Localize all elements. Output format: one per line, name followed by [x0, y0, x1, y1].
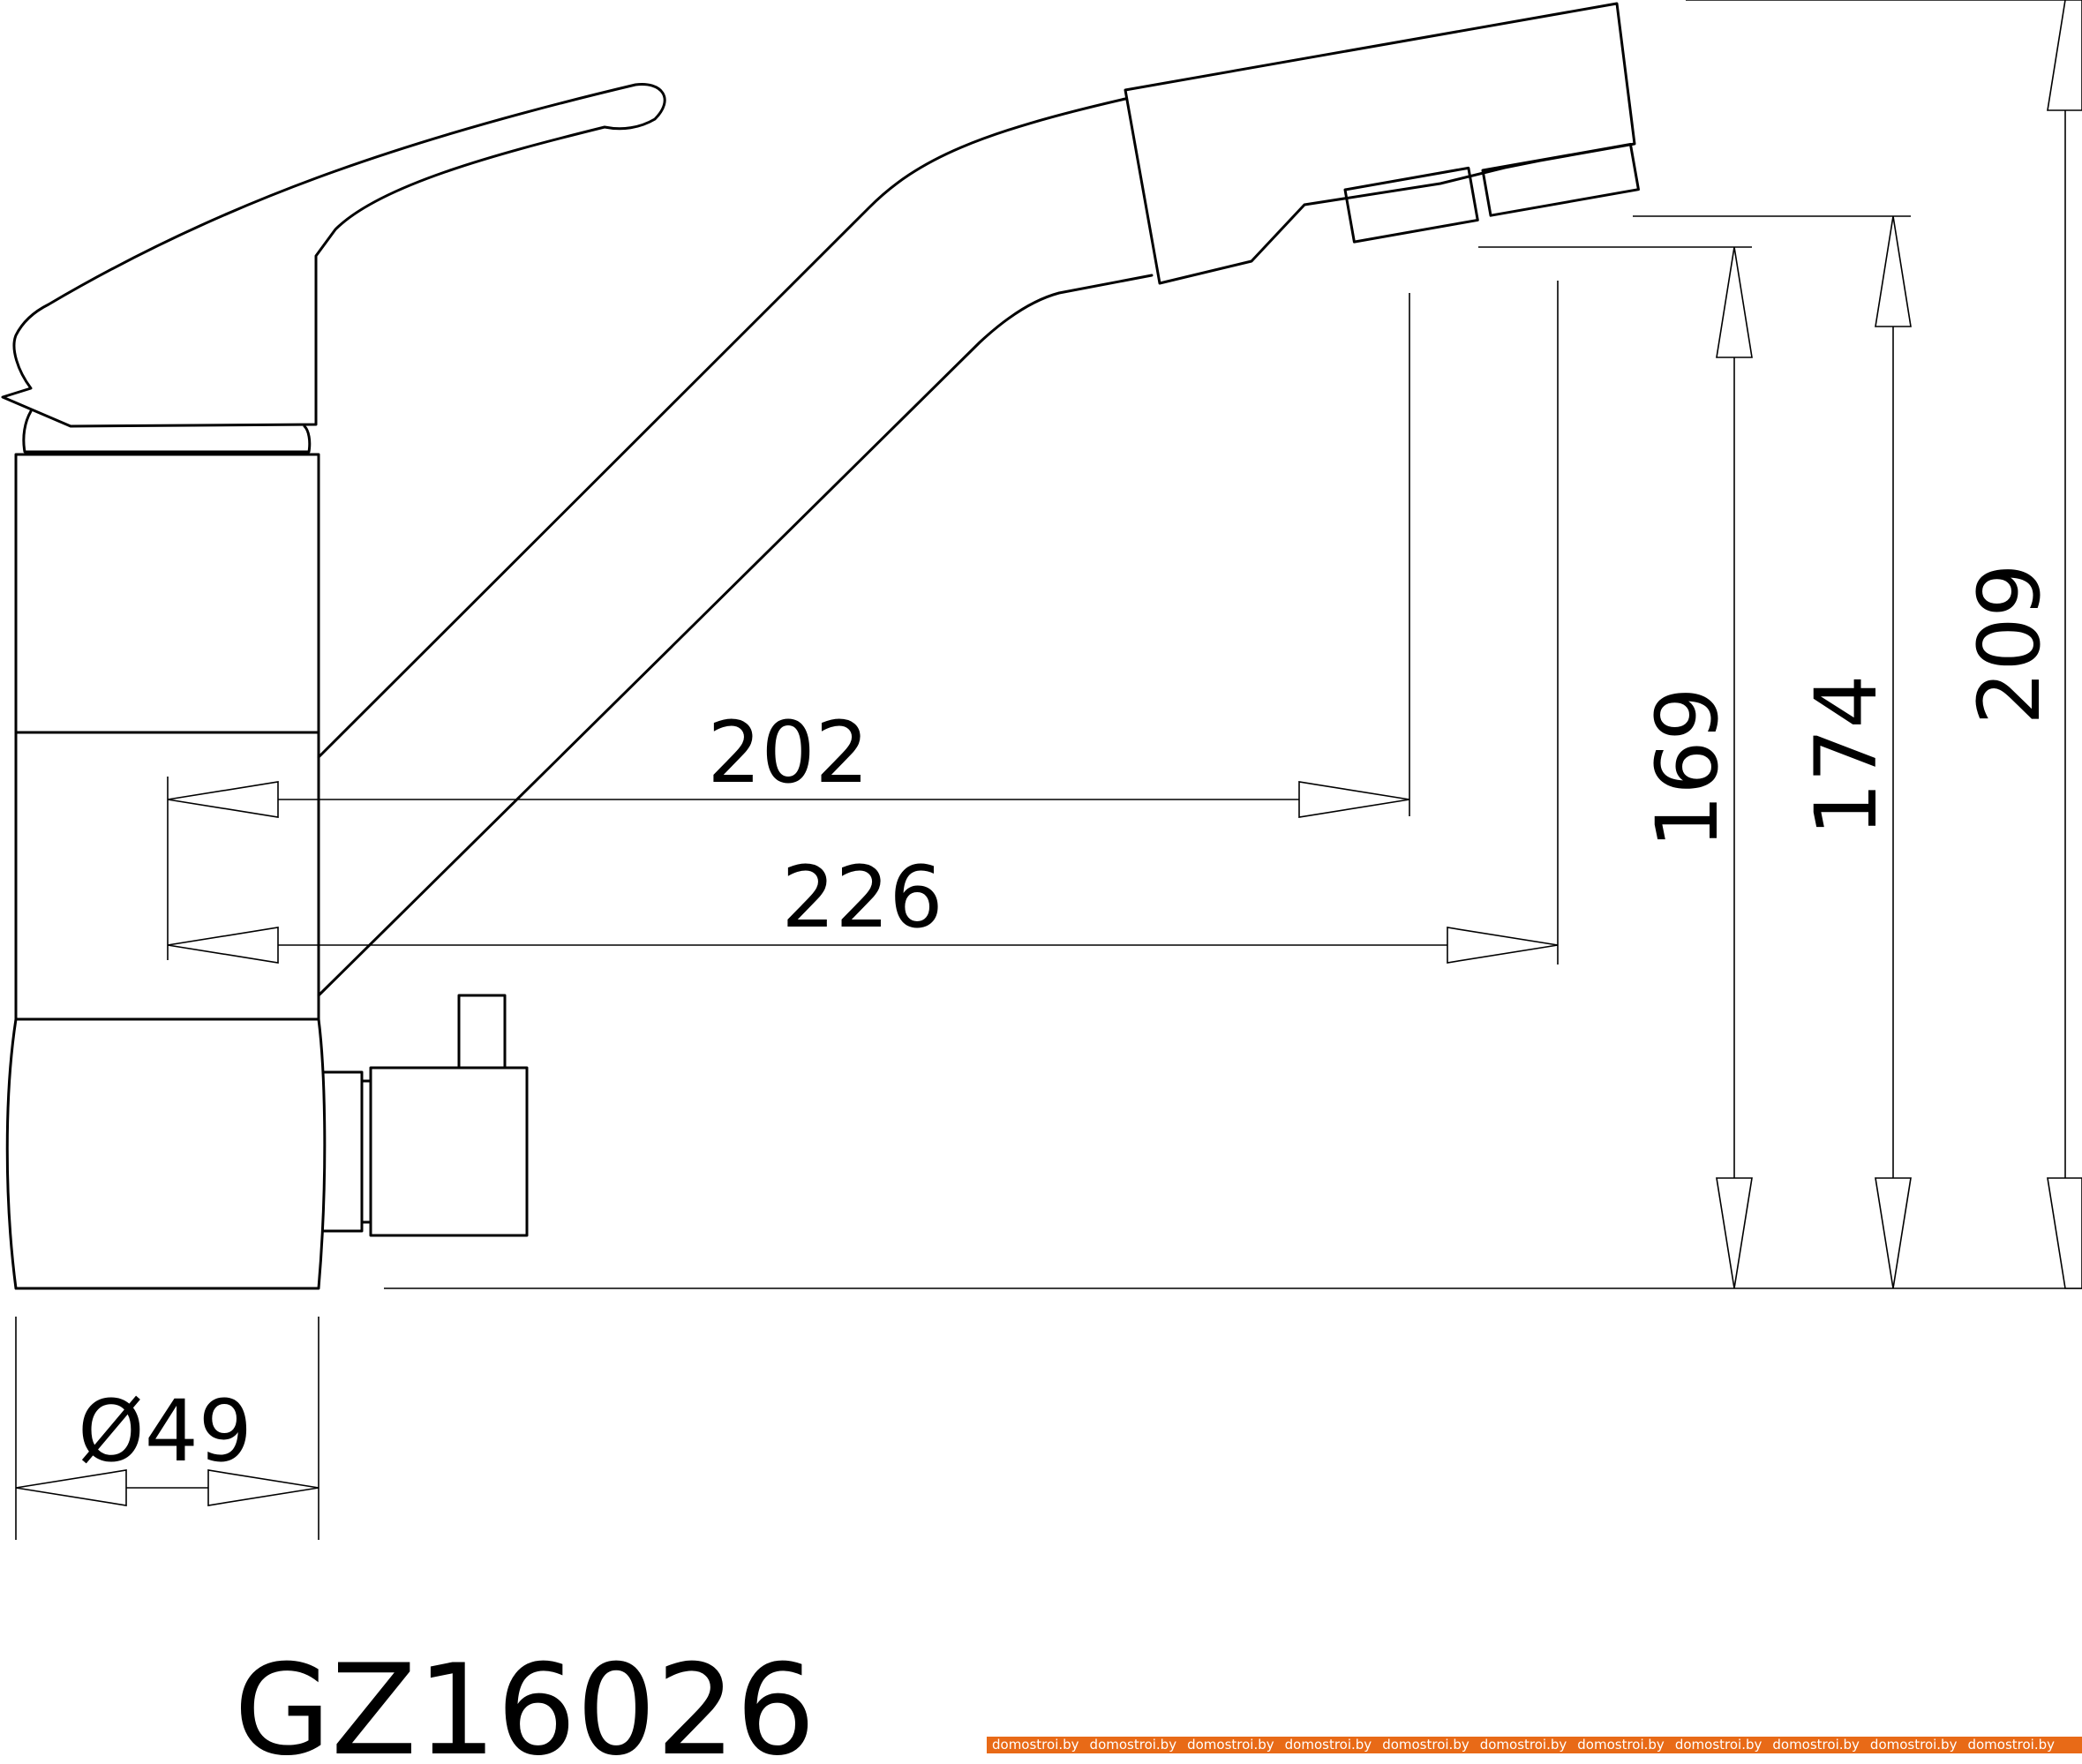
- arrow-226-right: [1447, 927, 1559, 964]
- arrow-202-right: [1298, 781, 1410, 818]
- arrow-dia-left: [15, 1469, 127, 1506]
- spout-lower-edge: [317, 274, 1154, 997]
- side-connector: [321, 1070, 364, 1233]
- side-valve-stem: [457, 994, 507, 1070]
- dim-label-169: 169: [1638, 687, 1737, 848]
- body-base: [5, 1017, 327, 1290]
- watermark-text: domostroi.by: [1967, 1737, 2056, 1753]
- watermark-text: domostroi.by: [1089, 1737, 1177, 1753]
- dim-label-diameter: Ø49: [78, 1382, 252, 1481]
- watermark-text: domostroi.by: [1577, 1737, 1665, 1753]
- arrow-202-left: [167, 781, 279, 818]
- spout-upper-edge: [317, 97, 1127, 759]
- dim-label-226: 226: [781, 848, 943, 947]
- lever-handle: [1, 83, 666, 428]
- watermark-text: domostroi.by: [992, 1737, 1079, 1753]
- watermark-text: domostroi.by: [1772, 1737, 1860, 1753]
- arrow-209-bottom: [2047, 1177, 2082, 1289]
- arrow-209-top: [2047, 0, 2082, 111]
- watermark-text: domostroi.by: [1382, 1737, 1469, 1753]
- side-valve-body: [369, 1066, 529, 1237]
- outlet-nozzle-1: [1343, 166, 1479, 244]
- dim-label-202: 202: [707, 703, 868, 802]
- arrow-174-top: [1875, 215, 1912, 327]
- outlet-nozzle-2: [1481, 142, 1640, 217]
- body-upper: [14, 453, 320, 734]
- model-title: GZ16026: [234, 1638, 816, 1764]
- watermark-text: domostroi.by: [1284, 1737, 1372, 1753]
- dimension-lines: [15, 0, 2082, 1540]
- dim-label-174: 174: [1797, 674, 1896, 836]
- faucet-outline: [1, 2, 1640, 1290]
- watermark-text: domostroi.by: [1479, 1737, 1567, 1753]
- arrow-174-bottom: [1875, 1177, 1912, 1289]
- dim-label-209: 209: [1960, 563, 2059, 724]
- watermark-strip: domostroi.by domostroi.by domostroi.by domo…: [987, 1737, 2082, 1753]
- cartridge-cap: [22, 409, 312, 454]
- watermark-text: domostroi.by: [1187, 1737, 1274, 1753]
- arrow-169-top: [1716, 246, 1753, 358]
- arrow-dia-right: [207, 1469, 319, 1506]
- watermark-text: domostroi.by: [1674, 1737, 1763, 1753]
- arrow-226-left: [167, 927, 279, 964]
- spout-head: [1124, 2, 1636, 285]
- arrow-169-bottom: [1716, 1177, 1753, 1289]
- watermark-text: domostroi.by: [1869, 1737, 1958, 1753]
